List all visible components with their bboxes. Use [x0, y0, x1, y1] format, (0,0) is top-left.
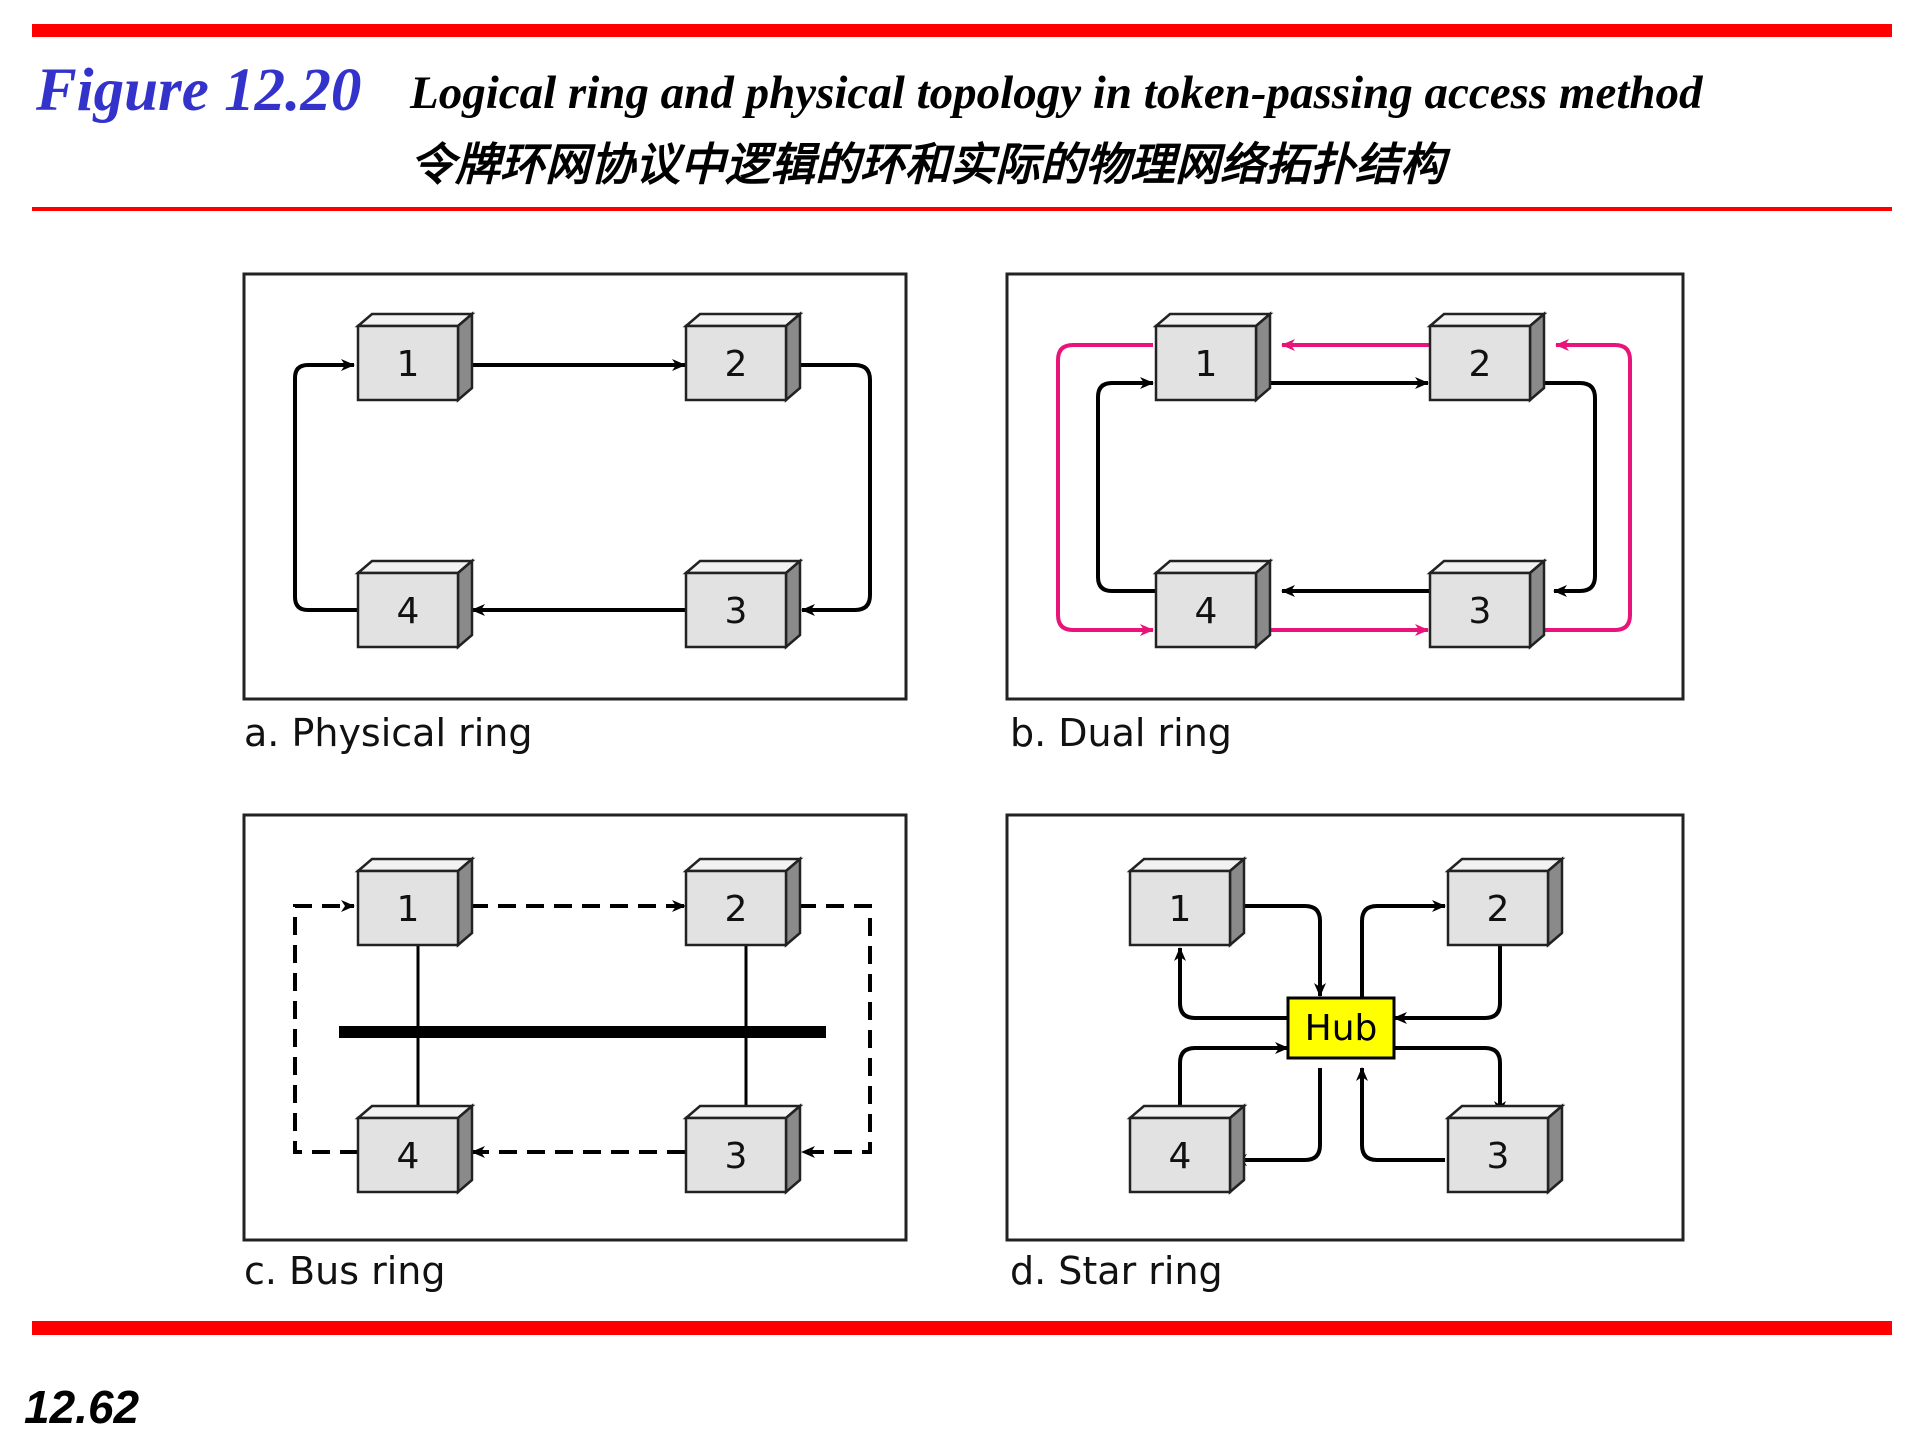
station-label: 2	[725, 344, 748, 385]
station-3: 3	[682, 1103, 804, 1195]
station-1: 1	[1152, 311, 1274, 403]
hub-label: Hub	[1305, 1008, 1378, 1049]
station-1: 1	[354, 856, 476, 948]
station-taps	[416, 945, 748, 1122]
station-label: 2	[1487, 889, 1510, 930]
station-label: 1	[1169, 889, 1192, 930]
footer-rule	[32, 1321, 1892, 1335]
station-4: 4	[1126, 1103, 1248, 1195]
station-1: 1	[1126, 856, 1248, 948]
figure-title: Logical ring and physical topology in to…	[410, 67, 1703, 119]
station-4: 4	[354, 558, 476, 650]
station-label: 3	[725, 591, 748, 632]
panel-bus-ring: 1 2 3 4 c. Bus ring	[242, 813, 908, 1293]
station-label: 4	[1169, 1136, 1192, 1177]
station-label: 4	[397, 1136, 420, 1177]
station-label: 4	[397, 591, 420, 632]
panel-caption: a. Physical ring	[244, 711, 533, 755]
panel-physical-ring: 1 2 3 4 a. Physical ring	[242, 272, 908, 755]
figure-number: Figure 12.20	[36, 57, 362, 124]
panel-frame	[1005, 272, 1685, 701]
panel-caption: d. Star ring	[1010, 1249, 1223, 1293]
station-2: 2	[1444, 856, 1566, 948]
station-label: 3	[1469, 591, 1492, 632]
header-rule	[32, 207, 1892, 211]
station-3: 3	[1444, 1103, 1566, 1195]
top-rule	[32, 24, 1892, 37]
panel-frame	[242, 272, 908, 701]
station-1: 1	[354, 311, 476, 403]
secondary-ring-links	[1056, 339, 1632, 636]
panel-frame	[1005, 813, 1685, 1242]
figure-subtitle: 令牌环网协议中逻辑的环和实际的物理网络拓扑结构	[410, 138, 1446, 191]
panel-frame	[242, 813, 908, 1242]
panel-dual-ring: 1 2 3 4 b. Dual ring	[1005, 272, 1685, 755]
station-2: 2	[1426, 311, 1548, 403]
hub: Hub	[1286, 996, 1396, 1060]
panel-caption: c. Bus ring	[244, 1249, 445, 1293]
hub-links	[1174, 900, 1506, 1166]
station-label: 3	[725, 1136, 748, 1177]
station-3: 3	[682, 558, 804, 650]
panel-caption: b. Dual ring	[1010, 711, 1232, 755]
station-label: 1	[397, 344, 420, 385]
panel-star-ring: Hub 1 2 3 4 d. Star ring	[1005, 813, 1685, 1293]
station-2: 2	[682, 856, 804, 948]
station-label: 2	[1469, 344, 1492, 385]
ring-links	[293, 359, 872, 616]
station-label: 3	[1487, 1136, 1510, 1177]
logical-ring-links	[293, 900, 872, 1158]
station-label: 1	[397, 889, 420, 930]
station-label: 2	[725, 889, 748, 930]
station-label: 4	[1195, 591, 1218, 632]
station-4: 4	[354, 1103, 476, 1195]
station-4: 4	[1152, 558, 1274, 650]
station-2: 2	[682, 311, 804, 403]
primary-ring-links	[1096, 377, 1597, 597]
station-label: 1	[1195, 344, 1218, 385]
page-number: 12.62	[24, 1381, 140, 1433]
station-3: 3	[1426, 558, 1548, 650]
